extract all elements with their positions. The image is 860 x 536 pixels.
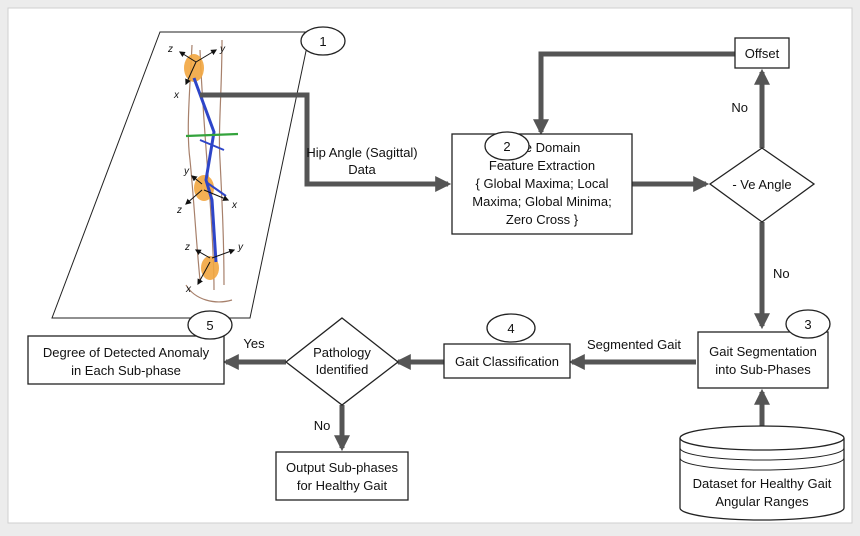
edge-hip-to-extraction: [200, 92, 452, 193]
ankle-y-label: y: [237, 242, 244, 253]
feature-extraction-box: Time Domain Feature Extraction { Global …: [451, 133, 633, 235]
yes-label: Yes: [243, 336, 265, 351]
segmentation-box: Gait Segmentation into Sub-Phases: [697, 331, 829, 389]
hip-angle-label-line2: Data: [348, 162, 376, 177]
image-panel: [51, 31, 311, 319]
step-circle-4: 4: [486, 313, 536, 343]
anomaly-line1: Degree of Detected Anomaly: [43, 345, 210, 360]
ankle-x-label: x: [185, 284, 192, 295]
step-circle-1: 1: [300, 26, 346, 56]
knee-z-label: z: [176, 205, 182, 216]
classification-box: Gait Classification: [443, 343, 571, 379]
anomaly-box: Degree of Detected Anomaly in Each Sub-p…: [27, 335, 225, 385]
ankle-x-axis: [197, 261, 211, 286]
connectors: [200, 51, 771, 452]
svg-text:2: 2: [503, 139, 510, 154]
pathology-line1: Pathology: [313, 345, 371, 360]
svg-text:5: 5: [206, 318, 213, 333]
knee-y-label: y: [183, 166, 190, 177]
leg-illustration: z y x y z x z y x: [51, 31, 311, 319]
svg-text:3: 3: [804, 317, 811, 332]
extraction-line2: Feature Extraction: [489, 158, 595, 173]
extraction-line3: { Global Maxima; Local: [476, 176, 609, 191]
pathology-decision: Pathology Identified: [284, 317, 400, 406]
segment-lines: [192, 77, 218, 263]
hip-z-axis: [178, 51, 197, 63]
dataset-line1: Dataset for Healthy Gait: [693, 476, 832, 491]
extraction-line4: Maxima; Global Minima;: [472, 194, 611, 209]
offset-label: Offset: [745, 46, 780, 61]
no-label-healthy: No: [314, 418, 331, 433]
healthy-output-line1: Output Sub-phases: [286, 460, 399, 475]
dataset-line2: Angular Ranges: [715, 494, 809, 509]
leg-outline-right: [218, 39, 225, 286]
hip-x-axis: [185, 61, 197, 86]
healthy-output-line2: for Healthy Gait: [297, 478, 388, 493]
hip-x-label: x: [173, 90, 180, 101]
no-label-offset: No: [731, 100, 748, 115]
knee-z-axis: [185, 189, 203, 205]
segmentation-line1: Gait Segmentation: [709, 344, 817, 359]
dataset-cylinder: Dataset for Healthy Gait Angular Ranges: [679, 425, 845, 521]
hip-y-axis: [195, 49, 218, 63]
offset-box: Offset: [734, 37, 790, 69]
pathology-line2: Identified: [316, 362, 369, 377]
step-circle-5: 5: [187, 310, 233, 340]
edge-offset-to-extraction: [532, 51, 735, 136]
knee-x-axis: [203, 189, 230, 201]
no-label-segment: No: [773, 266, 790, 281]
step-circle-2: 2: [484, 131, 530, 161]
ankle-z-label: z: [184, 242, 190, 253]
foot-outline: [185, 284, 233, 303]
hip-marker: [184, 54, 204, 82]
hip-z-label: z: [167, 44, 173, 55]
anomaly-line2: in Each Sub-phase: [71, 363, 181, 378]
classification-label: Gait Classification: [455, 354, 559, 369]
svg-text:1: 1: [319, 34, 326, 49]
ve-angle-decision: - Ve Angle: [708, 147, 816, 223]
hip-y-label: y: [219, 44, 226, 55]
segmented-gait-label: Segmented Gait: [587, 337, 681, 352]
step-circle-3: 3: [785, 309, 831, 339]
hip-angle-label-line1: Hip Angle (Sagittal): [306, 145, 417, 160]
ve-angle-label: - Ve Angle: [732, 177, 791, 192]
extraction-line5: Zero Cross }: [506, 212, 579, 227]
knee-plane-line: [185, 132, 239, 138]
knee-y-axis: [191, 175, 203, 185]
healthy-output-box: Output Sub-phases for Healthy Gait: [275, 451, 409, 501]
svg-text:4: 4: [507, 321, 514, 336]
ankle-y-axis: [211, 248, 236, 259]
ankle-z-axis: [194, 249, 211, 259]
knee-x-label: x: [231, 200, 238, 211]
segmentation-line2: into Sub-Phases: [715, 362, 811, 377]
segment-lines-minor: [199, 139, 227, 197]
